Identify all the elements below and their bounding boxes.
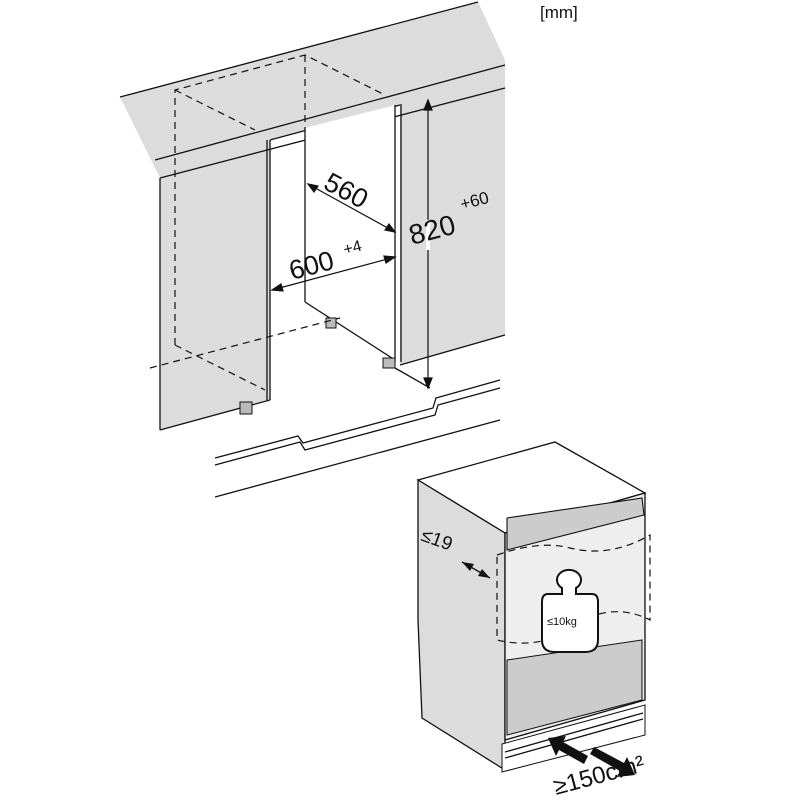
appliance-in-niche	[239, 104, 402, 415]
weight-icon	[541, 568, 599, 653]
max-door-weight: ≤10kg	[547, 616, 577, 628]
unit-label: [mm]	[540, 3, 578, 22]
control-panel	[506, 497, 645, 551]
airflow-arrows	[548, 736, 635, 777]
dimension-lines	[270, 98, 433, 390]
dashed-niche-outline	[149, 54, 386, 391]
width-tolerance: +4	[342, 238, 364, 259]
kitchen-cabinets	[119, 1, 506, 431]
appliance-detail: ≤10kg ≤19 ≥150cm²	[416, 441, 651, 800]
floor-lines	[214, 367, 501, 498]
